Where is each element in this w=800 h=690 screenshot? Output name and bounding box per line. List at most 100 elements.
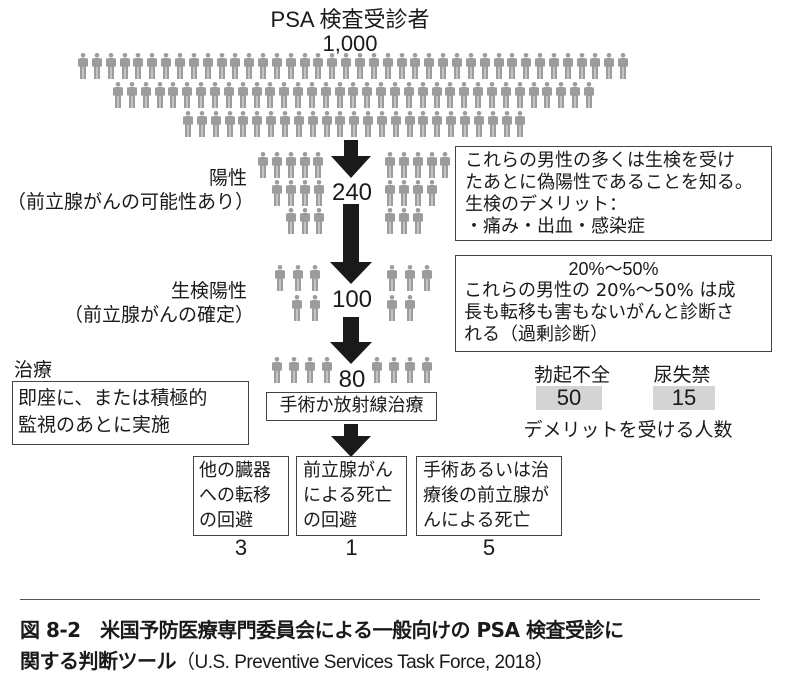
person-icon (182, 82, 193, 108)
person-icon (161, 53, 172, 79)
note-line: これらの男性の 20%〜50% は成 (464, 280, 736, 301)
caption-title: 関する判断ツール (20, 649, 177, 673)
person-icon (421, 357, 432, 383)
screened-title: PSA 検査受診者 (270, 7, 430, 32)
person-icon (210, 111, 221, 137)
person-icon (355, 53, 365, 79)
person-icon (285, 152, 296, 178)
person-icon (618, 53, 629, 79)
note-line: 生検のデメリット： (465, 194, 627, 215)
person-icon (272, 180, 282, 206)
person-icon (431, 82, 442, 108)
person-icon (446, 111, 457, 137)
person-icon (570, 82, 581, 108)
person-icon (382, 53, 393, 79)
person-icon (438, 53, 449, 79)
person-icon (126, 82, 137, 108)
timing-line: 即座に、または積極的 (18, 387, 208, 409)
person-icon (473, 111, 484, 137)
note-line: ・痛み・出血・感染症 (465, 216, 645, 237)
person-icon (320, 82, 331, 108)
outcome-line: 療後の前立腺が (423, 485, 549, 506)
person-icon (388, 357, 399, 383)
person-icon (412, 208, 423, 234)
person-icon (183, 111, 193, 137)
figure-caption-line2: 関する判断ツール（U.S. Preventive Services Task F… (20, 646, 554, 678)
person-icon (405, 357, 415, 383)
person-icon (168, 82, 179, 108)
outcome-box-treatment-death: 手術あるいは治 療後の前立腺が んによる死亡 (416, 456, 562, 536)
person-icon (78, 53, 88, 79)
person-icon (426, 152, 437, 178)
person-icon (445, 82, 456, 108)
person-icon (105, 53, 116, 79)
person-icon (271, 152, 282, 178)
note-line: れる（過剰診断） (464, 324, 608, 345)
stage-biopsy-count: 100 (331, 286, 373, 313)
person-icon (515, 111, 526, 137)
person-icon (140, 82, 151, 108)
person-icon (387, 295, 397, 321)
outcome-line: への転移 (199, 485, 271, 506)
outcome-line: の回避 (303, 510, 357, 531)
person-icon (396, 53, 407, 79)
person-icon (604, 53, 615, 79)
person-icon (309, 295, 320, 321)
person-icon (310, 265, 320, 291)
person-icon (299, 208, 310, 234)
person-icon (119, 53, 130, 79)
person-icon (410, 53, 421, 79)
person-icon (335, 111, 346, 137)
person-icon (412, 152, 423, 178)
person-icon (216, 53, 227, 79)
person-icon (348, 82, 359, 108)
person-icon (299, 152, 310, 178)
person-icon (486, 82, 497, 108)
treatment-type: 手術か放射線治療 (279, 395, 424, 416)
person-icon (238, 111, 249, 137)
person-icon (223, 82, 234, 108)
person-icon (285, 53, 296, 79)
person-icon (528, 82, 539, 108)
person-icon (398, 208, 409, 234)
stage-positive-sublabel: （前立腺がんの可能性あり） (6, 191, 254, 213)
person-icon (535, 53, 546, 79)
stage-biopsy-sublabel: （前立腺がんの確定） (63, 304, 254, 326)
person-icon (548, 53, 559, 79)
person-icon (251, 82, 262, 108)
person-icon (279, 82, 290, 108)
person-icon (202, 53, 213, 79)
person-icon (321, 357, 332, 383)
person-icon (479, 53, 490, 79)
person-icon (487, 111, 498, 137)
note-title: 20%〜50% (568, 259, 659, 279)
outcome-box-death-avoided: 前立腺がん による死亡 の回避 (296, 456, 407, 536)
person-icon (321, 111, 332, 137)
person-icon (299, 180, 310, 206)
outcome-line: による死亡 (303, 485, 393, 506)
person-icon (196, 111, 207, 137)
person-icon (404, 265, 415, 291)
person-icon (334, 82, 345, 108)
note-line: 長も転移も害もないがんと診断さ (464, 302, 734, 323)
person-icon (390, 111, 401, 137)
person-icon (188, 53, 199, 79)
treatment-timing-box: 即座に、または積極的 監視のあとに実施 (12, 381, 249, 445)
outcome-value-metastasis: 3 (234, 535, 248, 560)
outcome-line: 手術あるいは治 (423, 460, 549, 481)
person-icon (500, 82, 511, 108)
person-icon (299, 53, 310, 79)
person-icon (385, 208, 395, 234)
person-icon (493, 53, 504, 79)
harm-caption: デメリットを受ける人数 (523, 419, 733, 441)
person-icon (288, 357, 299, 383)
person-icon (244, 53, 255, 79)
screened-count: 1,000 (322, 31, 378, 56)
outcome-line: の回避 (199, 510, 253, 531)
person-icon (224, 111, 235, 137)
person-icon (313, 208, 324, 234)
caption-divider (20, 599, 760, 600)
person-icon (174, 53, 185, 79)
person-icon (133, 53, 144, 79)
person-icon (368, 53, 379, 79)
